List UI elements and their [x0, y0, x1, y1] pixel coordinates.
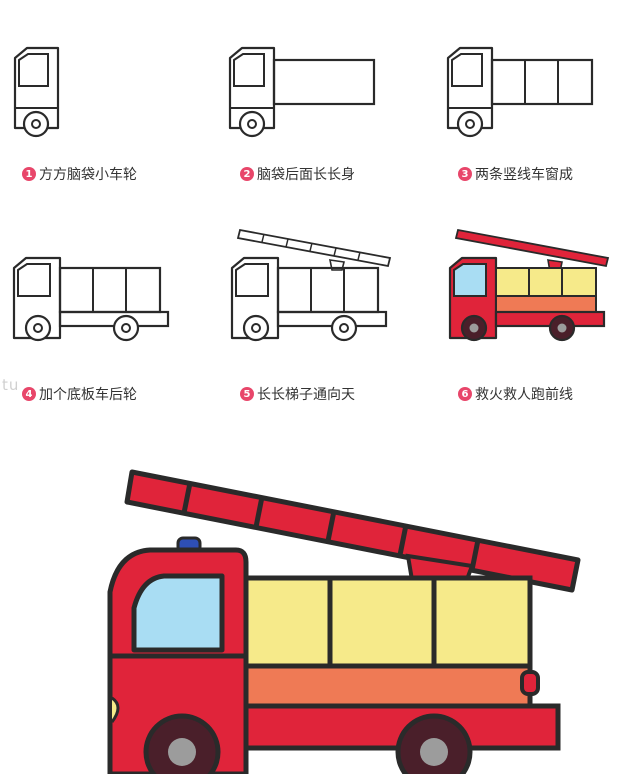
step-2-caption: 2 脑袋后面长长身: [240, 164, 355, 184]
step-5-caption: 5 长长梯子通向天: [240, 384, 355, 404]
front-wheel: [143, 713, 221, 774]
step-number-badge: 3: [458, 167, 472, 181]
step-5-drawing: [230, 228, 392, 342]
step-1-caption: 1 方方脑袋小车轮: [22, 164, 137, 184]
step-6-caption: 6 救火救人跑前线: [458, 384, 573, 404]
step-6-text: 救火救人跑前线: [475, 387, 573, 403]
step-3-drawing: [446, 46, 594, 138]
step-number-badge: 4: [22, 387, 36, 401]
step-number-badge: 2: [240, 167, 254, 181]
fire-truck-illustration: [107, 469, 581, 774]
step-5-text: 长长梯子通向天: [257, 387, 355, 403]
step-2-text: 脑袋后面长长身: [257, 167, 355, 183]
cab-window: [131, 573, 225, 653]
step-number-badge: 6: [458, 387, 472, 401]
step-4-text: 加个底板车后轮: [39, 387, 137, 403]
step-1-drawing: [13, 46, 60, 138]
step-6: 6 救火救人跑前线: [436, 220, 640, 420]
step-3-caption: 3 两条竖线车窗成: [458, 164, 573, 184]
rear-wheel: [395, 713, 473, 774]
step-5: 5 长长梯子通向天: [218, 220, 428, 420]
step-3-text: 两条竖线车窗成: [475, 167, 573, 183]
step-number-badge: 5: [240, 387, 254, 401]
step-4-drawing: [12, 256, 170, 342]
step-1-text: 方方脑袋小车轮: [39, 167, 137, 183]
step-number-badge: 1: [22, 167, 36, 181]
step-1: 1 方方脑袋小车轮: [0, 0, 210, 200]
step-2-drawing: [228, 46, 376, 138]
step-3: 3 两条竖线车窗成: [436, 0, 640, 200]
step-4: 4 加个底板车后轮: [0, 220, 210, 420]
watermark: tu: [2, 376, 20, 394]
step-2: 2 脑袋后面长长身: [218, 0, 428, 200]
step-4-caption: 4 加个底板车后轮: [22, 384, 137, 404]
step-6-drawing: [448, 228, 610, 342]
